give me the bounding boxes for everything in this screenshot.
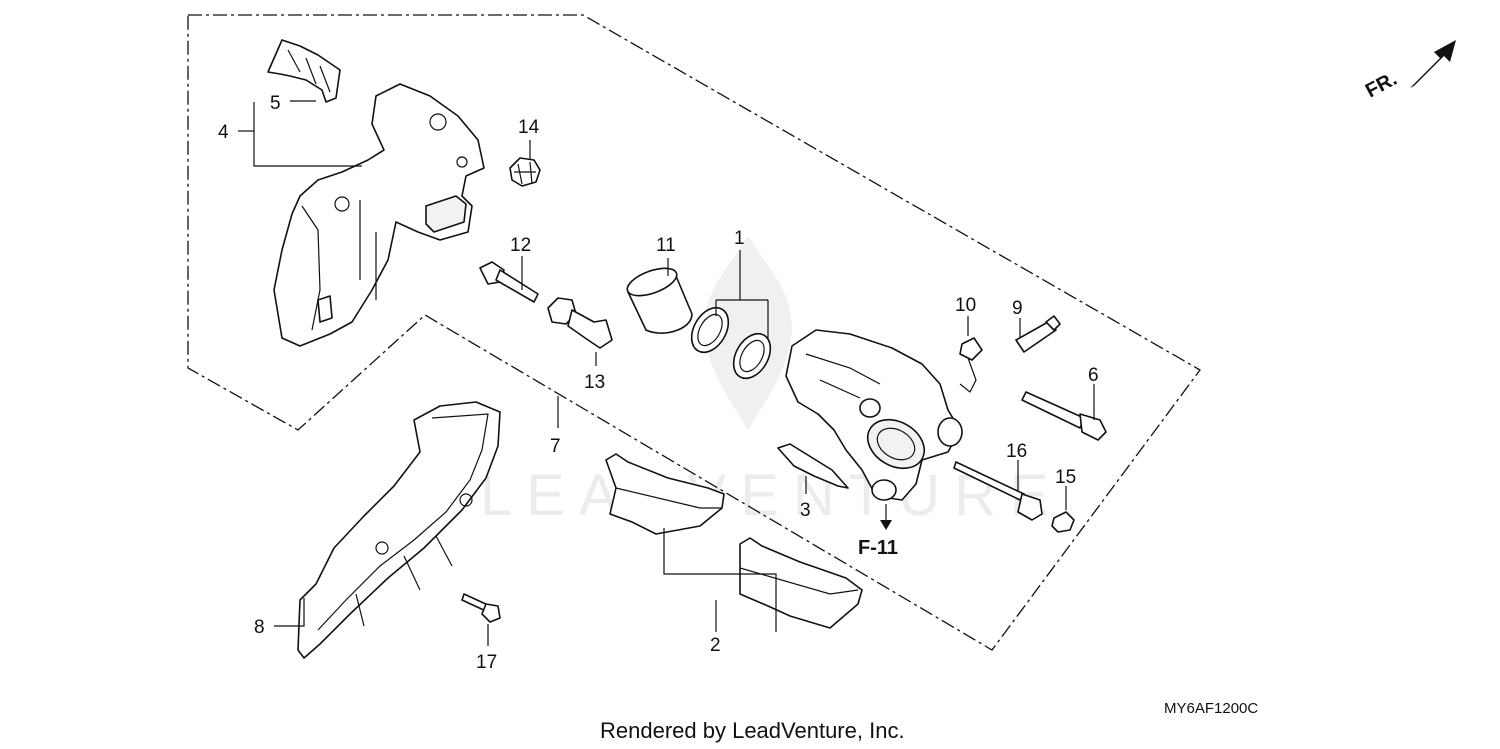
brake-pad-upper (605, 453, 725, 535)
callout-12[interactable]: 12 (510, 235, 531, 256)
front-direction-label: FR. (1362, 68, 1401, 103)
callout-2[interactable]: 2 (710, 635, 721, 656)
callout-17[interactable]: 17 (476, 652, 497, 673)
callout-8[interactable]: 8 (254, 617, 265, 638)
callout-4[interactable]: 4 (218, 122, 229, 143)
disc-guard (297, 401, 501, 659)
caliper-piston (626, 267, 693, 334)
watermark: LEADVENTURE (480, 236, 1063, 528)
diagram-code: MY6AF1200C (1164, 700, 1258, 717)
bracket-pin-bolt (479, 261, 539, 303)
callout-7[interactable]: 7 (550, 436, 561, 457)
flange-bolt (461, 593, 501, 623)
caliper-long-bolt (953, 461, 1043, 521)
caliper-body (785, 329, 963, 501)
callout-6[interactable]: 6 (1088, 365, 1099, 386)
watermark-text: LEADVENTURE (480, 463, 1063, 528)
front-arrow-icon (1410, 40, 1456, 88)
pad-retainer (777, 443, 849, 489)
piston-seal-set (690, 306, 772, 380)
callout-9[interactable]: 9 (1012, 298, 1023, 319)
caliper-bracket (273, 83, 485, 347)
callout-11[interactable]: 11 (656, 235, 676, 256)
bleeder-valve (1015, 315, 1061, 353)
callout-10[interactable]: 10 (955, 295, 976, 316)
callout-14[interactable]: 14 (518, 117, 540, 138)
bleeder-cap (959, 337, 983, 393)
callout-5[interactable]: 5 (270, 93, 281, 114)
assembly-outline (187, 14, 1201, 651)
pad-pin-plug (509, 157, 541, 187)
caliper-nut (1051, 511, 1075, 533)
pad-spring-clip (267, 39, 341, 103)
leader-lines (238, 100, 1095, 646)
footer-credit: Rendered by LeadVenture, Inc. (600, 718, 905, 743)
front-direction-indicator: FR. (1362, 40, 1456, 102)
callout-1[interactable]: 1 (734, 228, 745, 249)
callout-3[interactable]: 3 (800, 500, 811, 521)
callout-labels: 1 2 3 4 5 6 7 8 9 10 11 12 13 14 15 16 1… (218, 93, 1099, 673)
callout-13[interactable]: 13 (584, 372, 605, 393)
callout-15[interactable]: 15 (1055, 467, 1076, 488)
pad-pin (1021, 391, 1107, 441)
callout-16[interactable]: 16 (1006, 441, 1027, 462)
reference-f11[interactable]: F-11 (858, 537, 898, 559)
caliper-pin-bolt (547, 297, 613, 349)
brake-pad-lower (739, 537, 863, 629)
